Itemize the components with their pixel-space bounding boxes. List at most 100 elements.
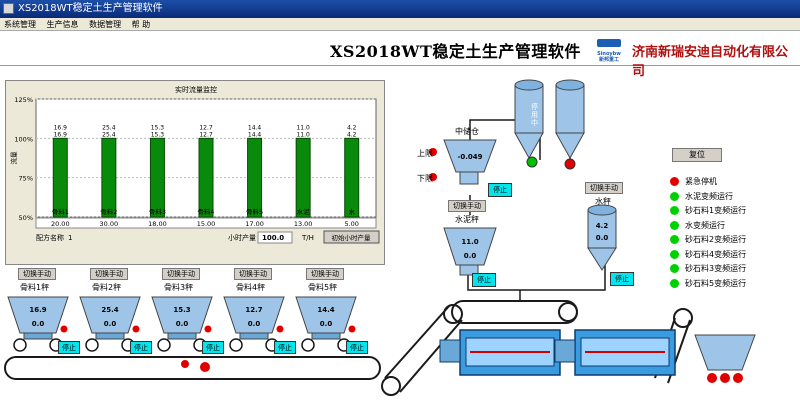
bin-stop-button[interactable]: 停止 xyxy=(58,341,80,354)
bar-value-label: 4.2 xyxy=(347,131,357,138)
bin-scale-name: 骨料5秤 xyxy=(308,283,338,292)
bin-switch-manual-button[interactable]: 切换手动 xyxy=(162,268,200,280)
storage-stop-button[interactable]: 停止 xyxy=(488,183,512,197)
app-icon xyxy=(3,3,14,14)
water-scale-weight: 0.0 xyxy=(595,234,609,242)
y-tick-label: 125% xyxy=(14,96,33,104)
bin-weight-value: 0.0 xyxy=(103,320,117,328)
y-tick-label: 50% xyxy=(19,214,33,222)
flow-bar xyxy=(198,137,214,218)
bin-switch-manual-button[interactable]: 切换手动 xyxy=(90,268,128,280)
bin-stop-button[interactable]: 停止 xyxy=(202,341,224,354)
hourly-output-value: 100.0 xyxy=(262,234,284,242)
y-tick-label: 100% xyxy=(14,135,33,143)
bin-stop-button[interactable]: 停止 xyxy=(274,341,296,354)
mixer-2 xyxy=(554,329,676,376)
storage-value: -0.049 xyxy=(457,153,483,161)
x-tick-label: 骨料5 xyxy=(246,207,263,216)
menu-system[interactable]: 系统管理 xyxy=(4,20,36,29)
y-axis-label: 流量 xyxy=(9,151,18,165)
app-header: XS2018WT稳定土生产管理软件 Sinoybw 新邦重工 济南新瑞安迪自动化… xyxy=(0,32,800,79)
alarm-label: 紧急停机 xyxy=(685,177,717,186)
alarm-panel: 复位 紧急停机水泥变频运行砂石料1变频运行水变频运行砂石料2变频运行砂石料4变频… xyxy=(670,148,790,298)
cement-switch-manual-button[interactable]: 切换手动 xyxy=(448,200,486,212)
discharge-stop-icon xyxy=(707,373,717,383)
bar-value-label: 25.4 xyxy=(102,124,116,131)
setpoint-label: 20.00 xyxy=(51,220,70,228)
alarm-row: 砂石料1变频运行 xyxy=(670,204,746,217)
aggregate-conveyor xyxy=(4,356,381,380)
menu-data[interactable]: 数据管理 xyxy=(89,20,122,29)
alarm-label: 砂石料4变频运行 xyxy=(685,249,747,259)
company-name: 济南新瑞安迪自动化有限公司 xyxy=(632,45,789,79)
x-tick-label: 水泥 xyxy=(297,207,311,216)
bar-value-label: 16.9 xyxy=(54,131,68,138)
bin-switch-manual-button[interactable]: 切换手动 xyxy=(18,268,56,280)
bar-value-label: 11.0 xyxy=(296,131,310,138)
bin-stop-button[interactable]: 停止 xyxy=(130,341,152,354)
bin-flow-value: 12.7 xyxy=(245,306,263,314)
aggregate-bin-hopper xyxy=(223,296,285,352)
bin-flow-value: 25.4 xyxy=(101,306,119,314)
flow-bar xyxy=(295,137,311,218)
logo-mark-icon xyxy=(597,39,621,47)
alarm-label: 砂石料2变频运行 xyxy=(685,235,747,244)
roller-icon xyxy=(443,304,463,324)
app-title: XS2018WT稳定土生产管理软件 xyxy=(330,42,581,61)
alarm-row: 砂石料4变频运行 xyxy=(670,248,746,261)
reset-button[interactable]: 复位 xyxy=(672,148,722,162)
alarm-row: 砂石料2变频运行 xyxy=(670,233,746,246)
flow-bar xyxy=(149,137,165,218)
chart-title: 实时流量监控 xyxy=(175,85,217,94)
bin-switch-manual-button[interactable]: 切换手动 xyxy=(306,268,344,280)
setpoint-label: 5.00 xyxy=(344,220,358,228)
bar-value-label: 25.4 xyxy=(102,131,116,138)
menu-bar: 系统管理 生产信息 数据管理 帮 助 xyxy=(0,18,800,31)
output-hopper xyxy=(694,334,756,383)
bin-weight-value: 0.0 xyxy=(175,320,189,328)
bar-value-label: 4.2 xyxy=(347,124,357,131)
y-tick-label: 75% xyxy=(19,175,33,183)
alarm-label: 水变频运行 xyxy=(685,220,725,230)
company-logo: Sinoybw 新邦重工 xyxy=(595,38,623,63)
menu-help[interactable]: 帮 助 xyxy=(131,20,151,29)
cement-scale-value: 11.0 xyxy=(461,238,479,246)
cement-stop-button[interactable]: 停止 xyxy=(472,273,496,287)
setpoint-row xyxy=(35,217,377,229)
flow-bar xyxy=(247,137,263,218)
aggregate-bin-hopper xyxy=(7,296,69,352)
bar-value-label: 14.4 xyxy=(248,131,262,138)
init-hourly-output-button[interactable] xyxy=(323,230,380,244)
x-tick-label: 水 xyxy=(348,207,355,216)
silo-status: 停用中 xyxy=(531,103,538,127)
alarm-label: 砂石料1变频运行 xyxy=(685,206,747,215)
bin-stop-button[interactable]: 停止 xyxy=(346,341,368,354)
water-switch-manual-button[interactable]: 切换手动 xyxy=(585,182,623,194)
menu-production[interactable]: 生产信息 xyxy=(46,20,79,29)
status-led-icon xyxy=(670,264,679,273)
status-led-icon xyxy=(670,235,679,244)
bar-value-label: 11.0 xyxy=(296,124,310,131)
water-stop-button[interactable]: 停止 xyxy=(610,272,634,286)
alarm-label: 水泥变频运行 xyxy=(685,191,733,201)
cement-silos xyxy=(514,79,585,170)
bar-value-label: 14.4 xyxy=(248,124,262,131)
setpoint-label: 17.00 xyxy=(245,220,264,228)
x-tick-label: 骨料3 xyxy=(149,207,166,216)
bin-weight-value: 0.0 xyxy=(31,320,45,328)
aggregate-bin-hopper xyxy=(295,296,357,352)
lower-limit-led-icon xyxy=(429,173,437,181)
alarm-row: 紧急停机 xyxy=(670,175,717,188)
belt-stop-icon xyxy=(200,362,210,372)
bin-switch-manual-button[interactable]: 切换手动 xyxy=(234,268,272,280)
alarm-label: 砂石料3变频运行 xyxy=(685,264,747,273)
storage-hopper xyxy=(429,139,497,185)
alarm-row: 水变频运行 xyxy=(670,219,725,232)
silo-stop-icon xyxy=(564,158,576,170)
roller-icon xyxy=(558,302,578,322)
incline-conveyor xyxy=(381,304,463,396)
bin-flow-value: 15.3 xyxy=(173,306,191,314)
